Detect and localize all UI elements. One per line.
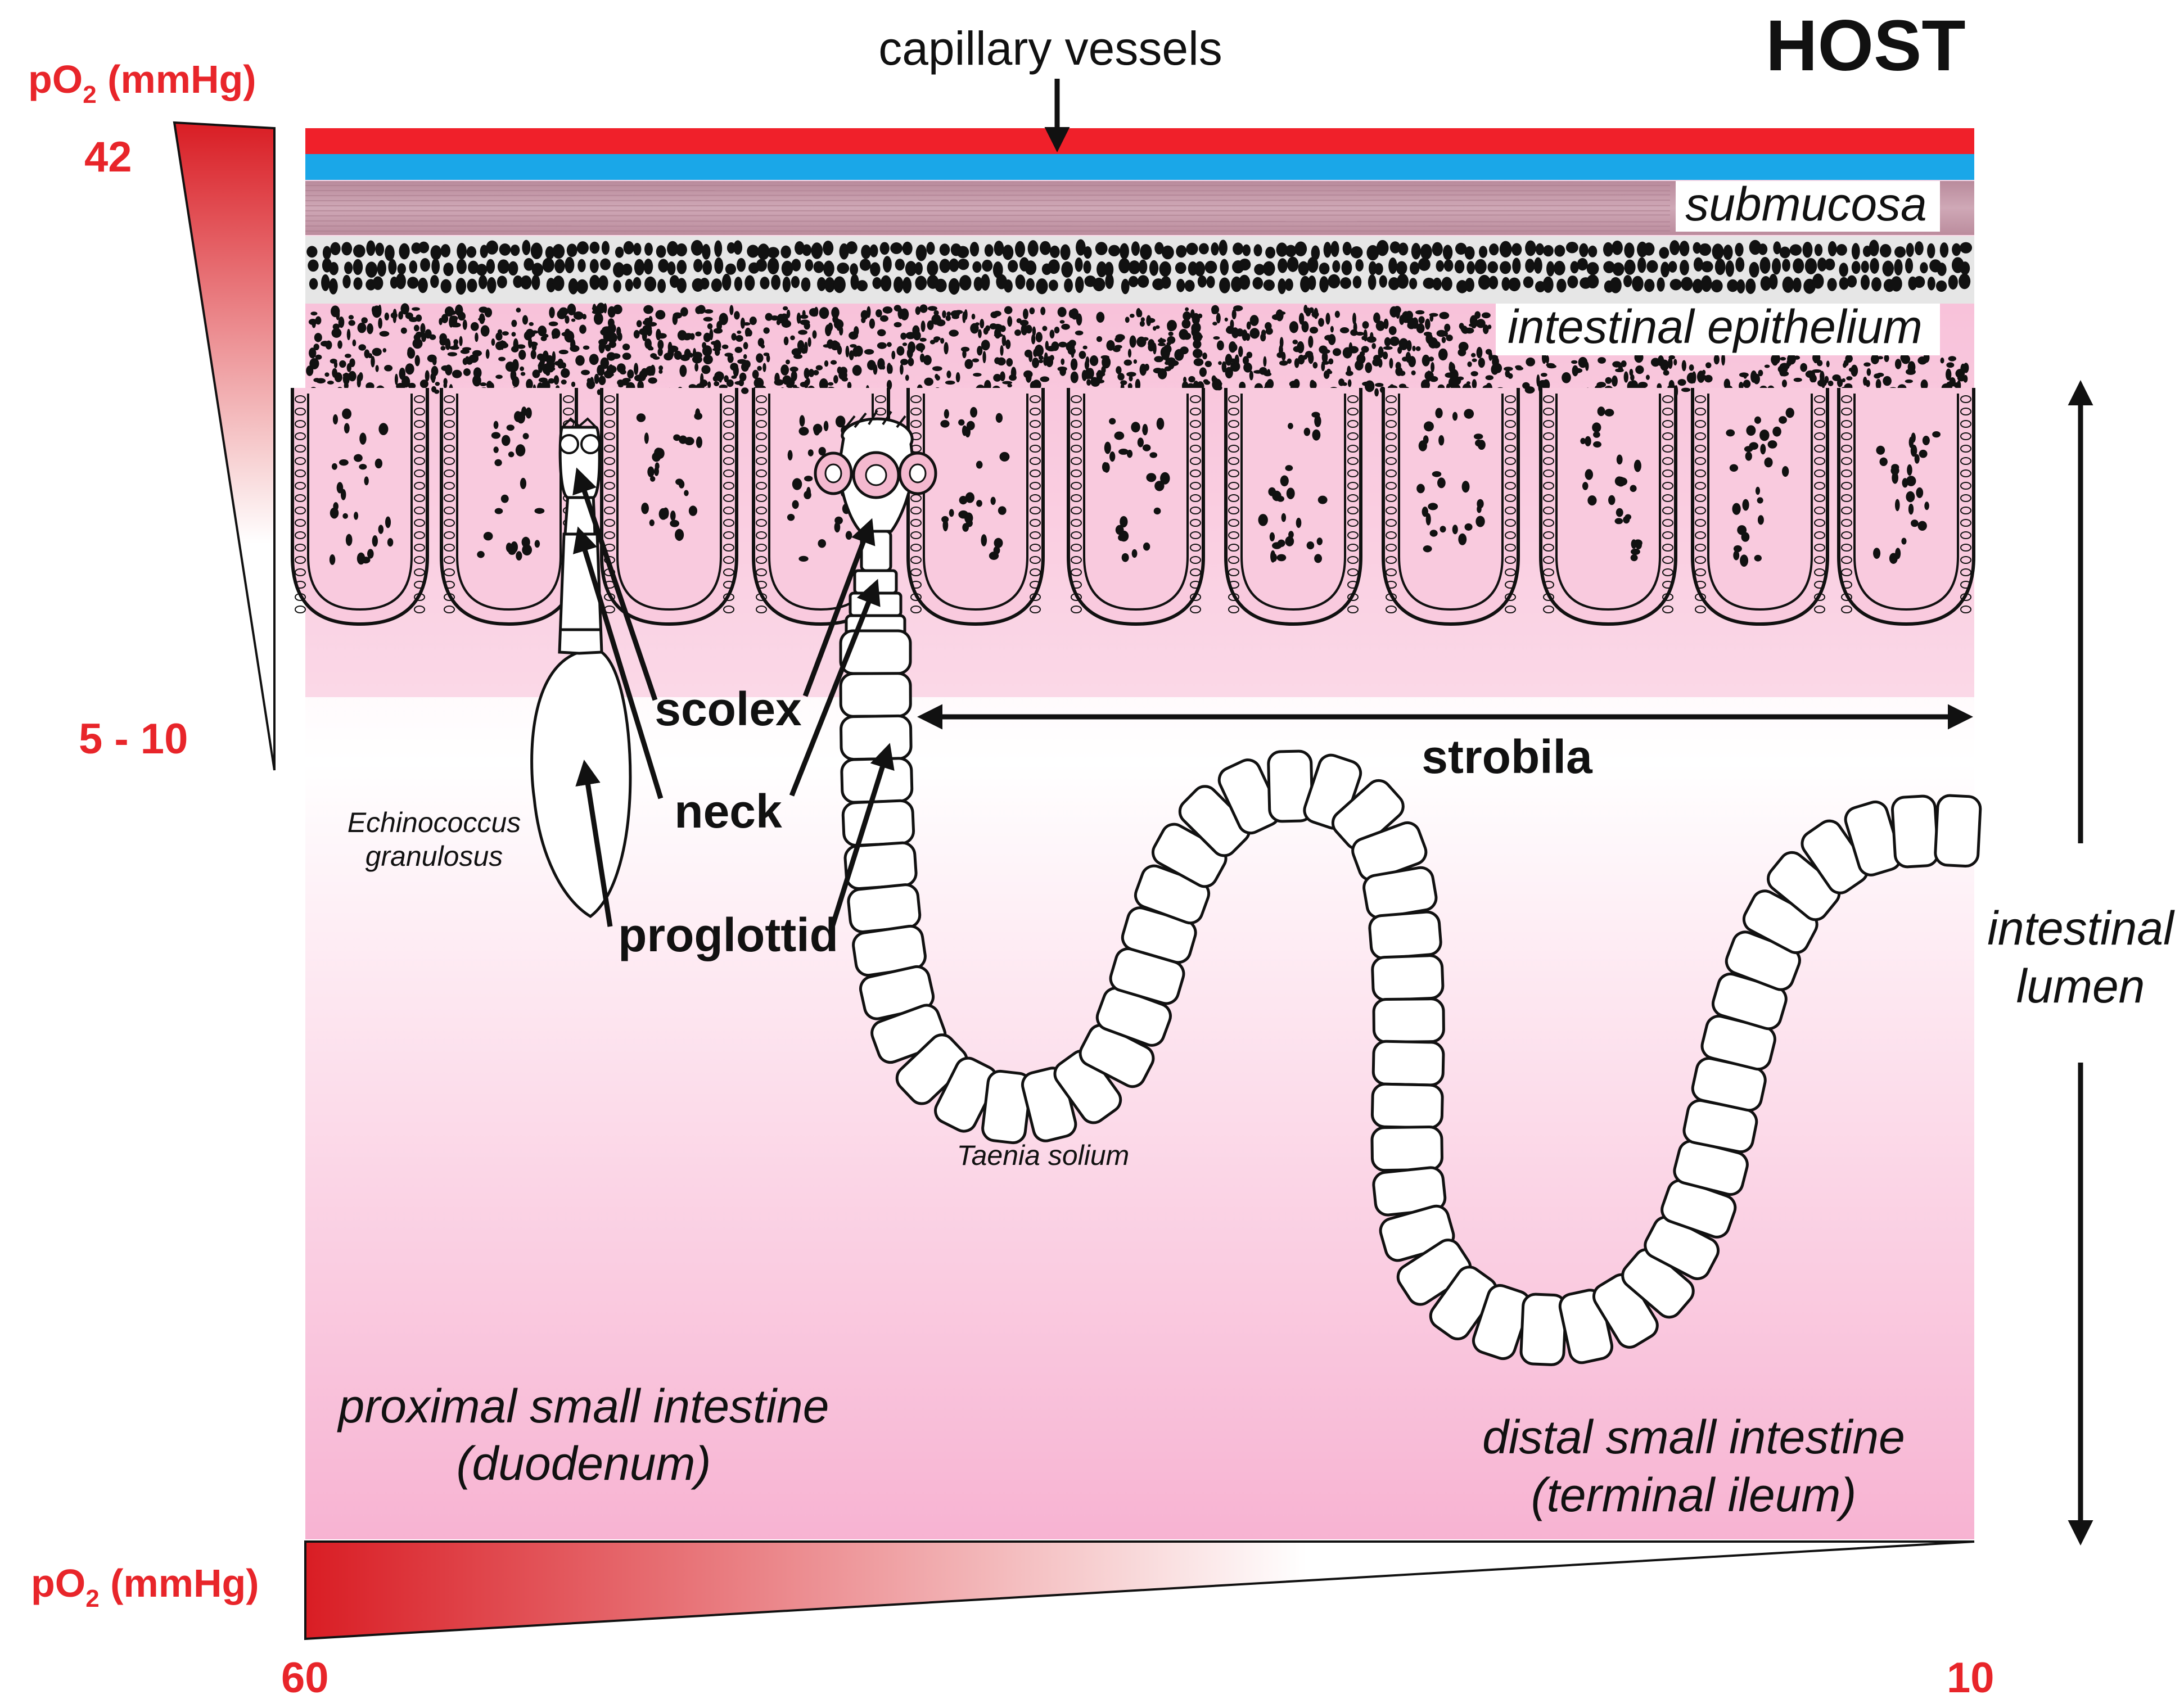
distal-label-line2: (terminal ileum) [1531, 1468, 1857, 1521]
lumen-label-line1: intestinal [1987, 902, 2175, 955]
capillary-blue-band [305, 154, 1974, 180]
po2-left-value: 60 [281, 1654, 329, 1702]
proglottid-label: proglottid [618, 909, 838, 961]
distal-label-line1: distal small intestine [1482, 1411, 1905, 1463]
strobila-label: strobila [1422, 730, 1593, 783]
intestinal-epithelium-label: intestinal epithelium [1508, 300, 1923, 353]
capillary-red-band [305, 128, 1974, 154]
host-label: HOST [1766, 6, 1966, 86]
lumen-label-line2: lumen [2016, 960, 2145, 1013]
taenia-name: Taenia solium [957, 1140, 1130, 1171]
po2-right-value: 10 [1947, 1654, 1995, 1702]
label-arrows [572, 79, 2093, 1546]
echinococcus-name-line2: granulosus [365, 841, 503, 872]
po2-top-value: 42 [84, 133, 132, 181]
taenia-strobila [839, 629, 1982, 1366]
capillary-vessels-label: capillary vessels [878, 22, 1222, 75]
scolex-label: scolex [655, 683, 802, 735]
po2-vertical-label: pO2 (mmHg) [28, 57, 256, 109]
submucosa-texture [305, 184, 1671, 232]
taenia-scolex [814, 409, 937, 643]
submucosa-label: submucosa [1685, 178, 1927, 231]
epithelial-cells [306, 239, 1973, 295]
intestinal-villi [291, 388, 1975, 626]
proximal-label-line2: (duodenum) [457, 1437, 711, 1490]
po2-vertical-scale: pO2 (mmHg) 42 5 - 10 [28, 57, 276, 771]
po2-horizontal-label: pO2 (mmHg) [31, 1561, 259, 1612]
po2-vertical-gradient [173, 121, 276, 771]
po2-horizontal-scale: pO2 (mmHg) 60 10 [31, 1540, 1995, 1702]
neck-label: neck [674, 785, 782, 838]
po2-horizontal-gradient [304, 1540, 1975, 1641]
proximal-label-line1: proximal small intestine [337, 1380, 829, 1433]
echinococcus-name-line1: Echinococcus [348, 807, 521, 838]
po2-bottom-value: 5 - 10 [79, 715, 188, 763]
